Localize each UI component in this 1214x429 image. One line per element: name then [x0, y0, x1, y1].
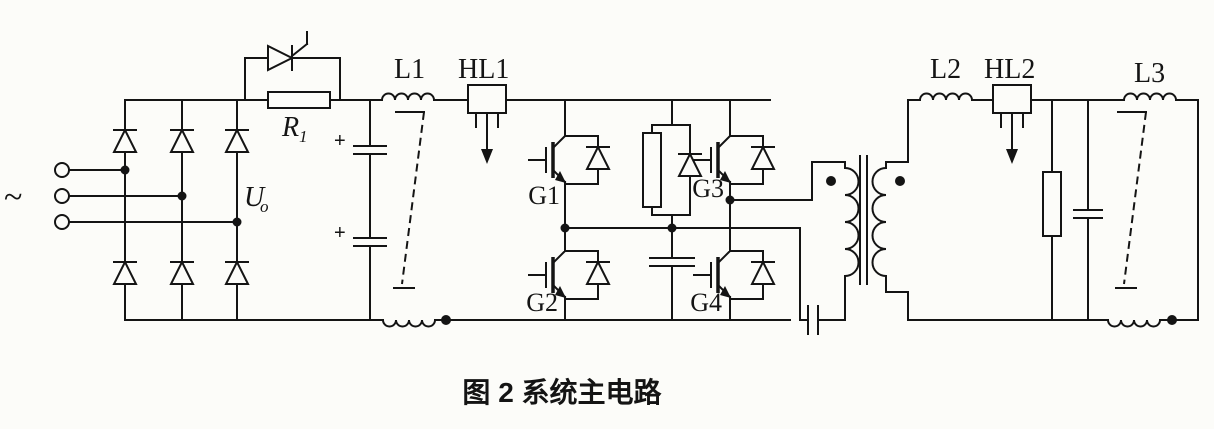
- diode-icon: [585, 259, 611, 285]
- diode-icon: [169, 127, 195, 153]
- g3-label: G3: [692, 174, 724, 203]
- clamp-snubber: [642, 99, 703, 321]
- junction-dot: [232, 217, 242, 227]
- inductor-l1: L1: [380, 54, 436, 102]
- hall-sensor-hl1: HL1: [458, 54, 509, 164]
- l3-label: L3: [1134, 58, 1165, 89]
- dc-link-capacitor-bank: + +: [334, 99, 387, 321]
- resistor-r1: R 1: [267, 91, 331, 146]
- l2-label: L2: [930, 54, 961, 85]
- phase-terminal-icon: [54, 162, 70, 178]
- emitter-arrow-icon: [720, 171, 731, 183]
- resistor-icon: [267, 91, 331, 109]
- igbt-g2: G2: [526, 249, 611, 321]
- polarity-dot: [826, 176, 836, 186]
- junction-dot: [441, 315, 451, 325]
- sensor-dashed-line: [1123, 111, 1147, 285]
- diode-icon: [224, 259, 250, 285]
- inductor-l3: L3: [1122, 58, 1178, 102]
- inductor-coil-icon: [918, 92, 974, 102]
- series-capacitor-icon: [807, 305, 819, 335]
- resistor-icon: [642, 132, 662, 208]
- emitter-arrow-icon: [555, 171, 566, 183]
- voltage-sensor-right: [1115, 111, 1147, 289]
- r1-label: R: [281, 112, 299, 143]
- l1-label: L1: [394, 54, 425, 85]
- core-icon: [859, 155, 868, 285]
- inductor-l2: L2: [918, 54, 974, 102]
- polarity-plus-label: +: [334, 130, 346, 152]
- hall-sensor-box-icon: [467, 84, 507, 114]
- inductor-coil-icon: [1106, 318, 1162, 328]
- hall-sensor-box-icon: [992, 84, 1032, 114]
- diode-icon: [585, 144, 611, 170]
- bridge-output-wiring: [564, 161, 846, 335]
- diode-icon: [169, 259, 195, 285]
- output-rails: [907, 99, 1199, 321]
- diode-icon: [750, 144, 776, 170]
- ac-source-label: ~: [4, 179, 22, 216]
- g4-label: G4: [690, 288, 722, 317]
- emitter-arrow-icon: [720, 286, 731, 298]
- arrow-down-icon: [481, 149, 493, 164]
- inductor-coil-icon: [381, 318, 437, 328]
- junction-dot: [1167, 315, 1177, 325]
- return-choke-left: [381, 315, 451, 328]
- rectifier-bridge: U o: [112, 99, 269, 321]
- thyristor-icon: [267, 44, 295, 72]
- hf-transformer: [826, 99, 909, 321]
- polarity-dot: [895, 176, 905, 186]
- primary-winding-icon: [843, 166, 860, 278]
- igbt-g4: G4: [690, 249, 776, 321]
- sensor-dashed-line: [401, 111, 425, 285]
- igbt-g3: G3: [692, 99, 776, 251]
- voltage-sensor-left: [393, 111, 425, 289]
- igbt-g1: G1: [528, 99, 611, 251]
- arrow-down-icon: [1006, 149, 1018, 164]
- diode-icon: [224, 127, 250, 153]
- uo-label: U: [244, 182, 266, 213]
- resistor-icon: [1042, 171, 1062, 237]
- g1-label: G1: [528, 181, 560, 210]
- diode-icon: [112, 127, 138, 153]
- hl1-label: HL1: [458, 54, 509, 85]
- inductor-coil-icon: [380, 92, 436, 102]
- secondary-winding-icon: [871, 166, 888, 278]
- hall-sensor-hl2: HL2: [984, 54, 1035, 164]
- diode-icon: [750, 259, 776, 285]
- polarity-plus-label: +: [334, 222, 346, 244]
- r1-subscript: 1: [299, 127, 308, 146]
- g2-label: G2: [526, 288, 558, 317]
- uo-subscript: o: [260, 197, 269, 216]
- figure-caption: 图 2 系统主电路: [462, 376, 662, 408]
- junction-dot: [177, 191, 187, 201]
- filter-resistor: [1042, 99, 1062, 321]
- emitter-arrow-icon: [555, 286, 566, 298]
- three-phase-source: ~: [4, 162, 238, 230]
- filter-capacitor: [1073, 99, 1103, 321]
- diode-icon: [677, 151, 703, 177]
- junction-dot: [120, 165, 130, 175]
- hl2-label: HL2: [984, 54, 1035, 85]
- bypass-thyristor-branch: [244, 31, 341, 101]
- phase-terminal-icon: [54, 214, 70, 230]
- inductor-coil-icon: [1122, 92, 1178, 102]
- diode-icon: [112, 259, 138, 285]
- phase-terminal-icon: [54, 188, 70, 204]
- return-choke-right: [1106, 315, 1177, 328]
